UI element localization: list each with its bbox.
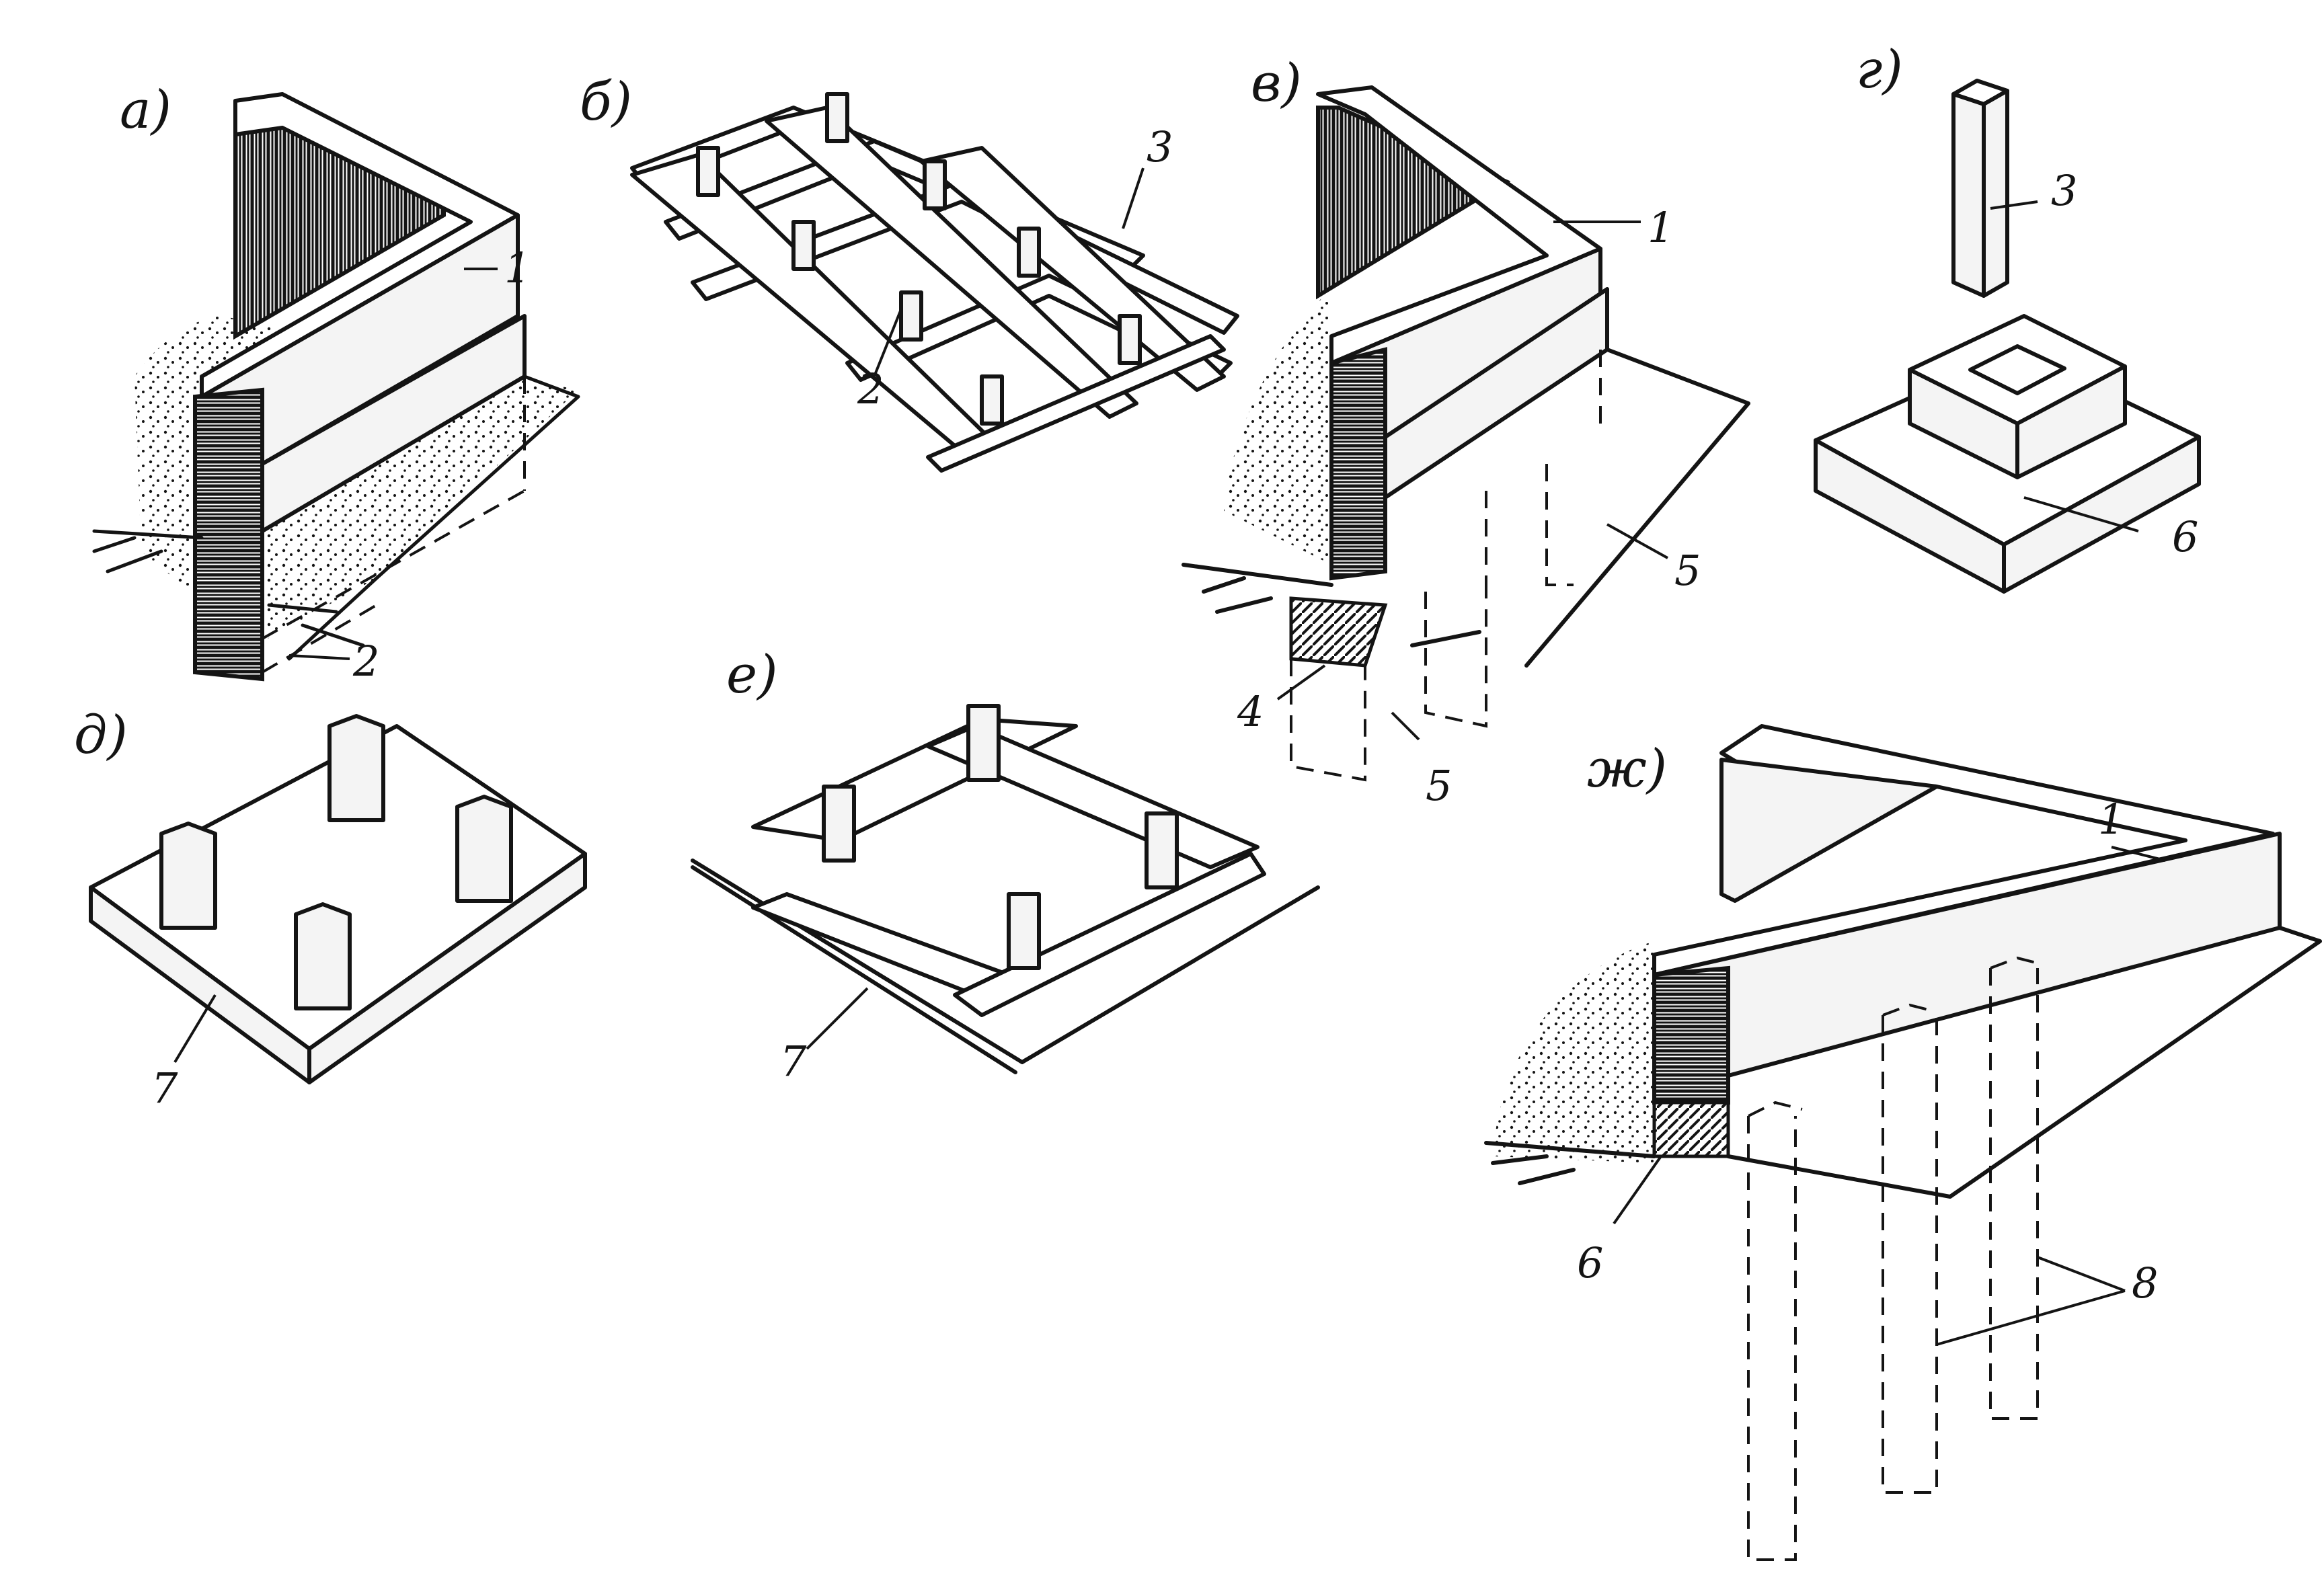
panel-g-footing-right xyxy=(2002,435,2201,594)
panel-v-label-5b: 5 xyxy=(1426,761,1452,810)
panel-zh-leader-6 xyxy=(1613,1155,1662,1225)
panel-v-pile-dashed-2 xyxy=(1424,350,1602,728)
panel-v: в) 1 4 5 5 xyxy=(1182,53,1750,810)
panel-b-leader-2 xyxy=(873,309,902,377)
panel-a-section xyxy=(193,387,264,682)
panel-d-label-7: 7 xyxy=(151,1064,178,1113)
panel-zh-wall-back xyxy=(1719,758,1939,903)
panel-a-label-1: 1 xyxy=(504,243,531,292)
panel-zh-pile xyxy=(1989,956,2045,1420)
panel-v-leader-5a xyxy=(1606,523,1668,559)
panel-b-leader-3 xyxy=(1122,167,1145,229)
panel-zh-piles xyxy=(1747,956,2045,1561)
panel-zh-ground-fill xyxy=(1493,941,1654,1163)
panel-d-caption: д) xyxy=(74,705,128,766)
panel-b-column xyxy=(825,92,849,143)
panel-a-grade-line xyxy=(92,374,580,661)
panel-b-beam-col-3 xyxy=(919,146,1226,392)
panel-a-caption: а) xyxy=(120,80,171,141)
panel-zh-label-6: 6 xyxy=(1577,1238,1603,1287)
panel-b-beam-row-5 xyxy=(926,334,1226,473)
panel-v-leader-5b xyxy=(1391,711,1420,741)
panel-b-column xyxy=(923,159,947,210)
panel-g-leader-6 xyxy=(2023,496,2139,532)
panel-d-leader-7 xyxy=(173,994,217,1064)
panel-v-leader-4 xyxy=(1276,664,1326,701)
panel-b-label-3: 3 xyxy=(1147,122,1173,171)
panel-e-columns xyxy=(822,704,1179,970)
panel-a: а) 1 2 xyxy=(92,80,580,686)
panel-zh: ж) 1 6 8 xyxy=(1484,724,2322,1561)
panel-b-label-2: 2 xyxy=(857,364,884,413)
panel-a-wall-top xyxy=(200,92,520,399)
panel-v-ground-fill xyxy=(1224,289,1331,565)
panel-b-columns xyxy=(696,92,1142,426)
panel-b: б) 2 3 xyxy=(580,72,1239,473)
panel-d-column xyxy=(327,714,385,822)
panel-zh-section xyxy=(1652,965,1730,1105)
panel-b-caption: б) xyxy=(580,72,632,132)
panel-d-column xyxy=(159,822,217,930)
panel-g-caption: г) xyxy=(1856,40,1903,100)
panel-g-socket-hole xyxy=(1968,344,2066,395)
panel-zh-leader-8 xyxy=(1936,1256,2126,1346)
panel-zh-pile xyxy=(1882,1003,1938,1494)
panel-d-slab-right xyxy=(307,852,587,1084)
panel-g-leader-3 xyxy=(1990,200,2038,210)
panel-g-column-right xyxy=(1982,89,2009,298)
panel-b-column xyxy=(1118,314,1142,365)
panel-zh-caption: ж) xyxy=(1587,739,1667,799)
panel-e-label-7: 7 xyxy=(780,1037,807,1086)
panel-v-label-1: 1 xyxy=(1648,203,1674,252)
panel-e-leader-7 xyxy=(806,987,869,1050)
panel-b-column xyxy=(1017,227,1041,278)
panel-g-label-3: 3 xyxy=(2051,166,2077,215)
panel-a-leader-2 xyxy=(288,654,350,660)
panel-zh-label-1: 1 xyxy=(2098,795,2124,844)
panel-zh-label-8: 8 xyxy=(2132,1259,2158,1308)
panel-v-ground-plane xyxy=(1182,348,1750,668)
panel-d-columns xyxy=(159,714,513,1010)
panel-zh-grade-beam xyxy=(1652,1101,1730,1158)
panel-zh-pile xyxy=(1747,1101,1803,1561)
panel-e: е) 7 xyxy=(691,645,1320,1086)
panel-e-column xyxy=(822,785,856,863)
panel-g-column xyxy=(1951,92,1986,298)
panel-b-column xyxy=(899,290,923,342)
panel-b-column xyxy=(980,374,1004,426)
panel-zh-ground-plane xyxy=(1484,926,2322,1199)
panel-e-column xyxy=(1007,892,1041,970)
panel-e-beam-3 xyxy=(751,892,1011,997)
panel-g-label-6: 6 xyxy=(2172,512,2198,561)
panel-g: г) 3 6 xyxy=(1814,40,2201,594)
panel-d: д) 7 xyxy=(74,705,587,1113)
panel-v-caption: в) xyxy=(1251,53,1302,114)
panel-v-pile-dashed-1 xyxy=(1290,659,1366,782)
panel-e-column xyxy=(1145,811,1179,889)
panel-e-caption: е) xyxy=(726,645,778,705)
panel-e-beam-4 xyxy=(953,852,1266,1017)
panel-a-label-2: 2 xyxy=(352,637,379,686)
panel-e-column xyxy=(966,704,1001,782)
panel-b-beam-col-2 xyxy=(765,106,1138,419)
panel-v-pile-cap xyxy=(1289,596,1388,668)
panel-zh-leader-1 xyxy=(2111,846,2166,862)
panel-b-column xyxy=(791,220,816,271)
panel-b-column xyxy=(696,146,720,197)
panel-v-label-4: 4 xyxy=(1237,687,1264,736)
panel-v-label-5a: 5 xyxy=(1674,546,1701,595)
panel-v-section xyxy=(1329,347,1387,581)
panel-d-column xyxy=(294,902,352,1010)
panel-d-column xyxy=(455,795,513,903)
panel-g-socket-right xyxy=(2015,364,2127,479)
